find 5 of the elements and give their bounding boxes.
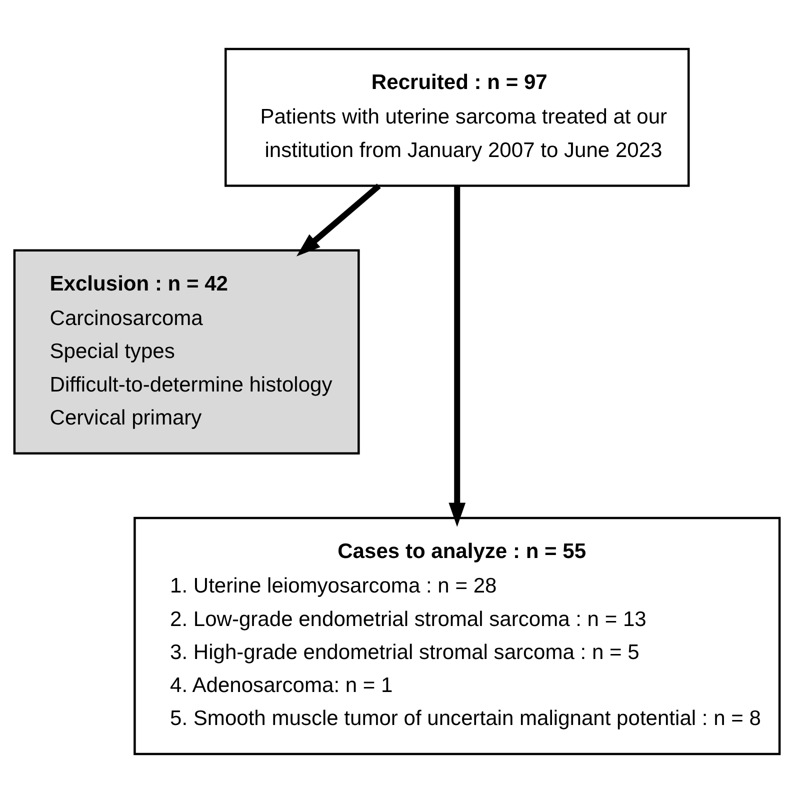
node-box: Recruited : n = 97 Patients with uterine sarcoma treated at our institution from January 2007 to June 2023 bbox=[224, 48, 690, 187]
arrow bbox=[448, 186, 466, 527]
node-box: Cases to analyze : n = 55 1. Uterine leiomyosarcoma : n = 28 2. Low-grade endometrial stromal sarcoma : n = 13 3. High-grade endometrial stromal sarcoma : n = 5 4. Adenosarcoma: n = 1 5. Smooth muscle tumor of uncertain malignant potential : n = 8 bbox=[134, 516, 781, 756]
node-box: Exclusion : n = 42 Carcinosarcoma Special types Difficult-to-determine histology Cervical primary bbox=[13, 249, 360, 454]
arrow bbox=[296, 184, 381, 256]
